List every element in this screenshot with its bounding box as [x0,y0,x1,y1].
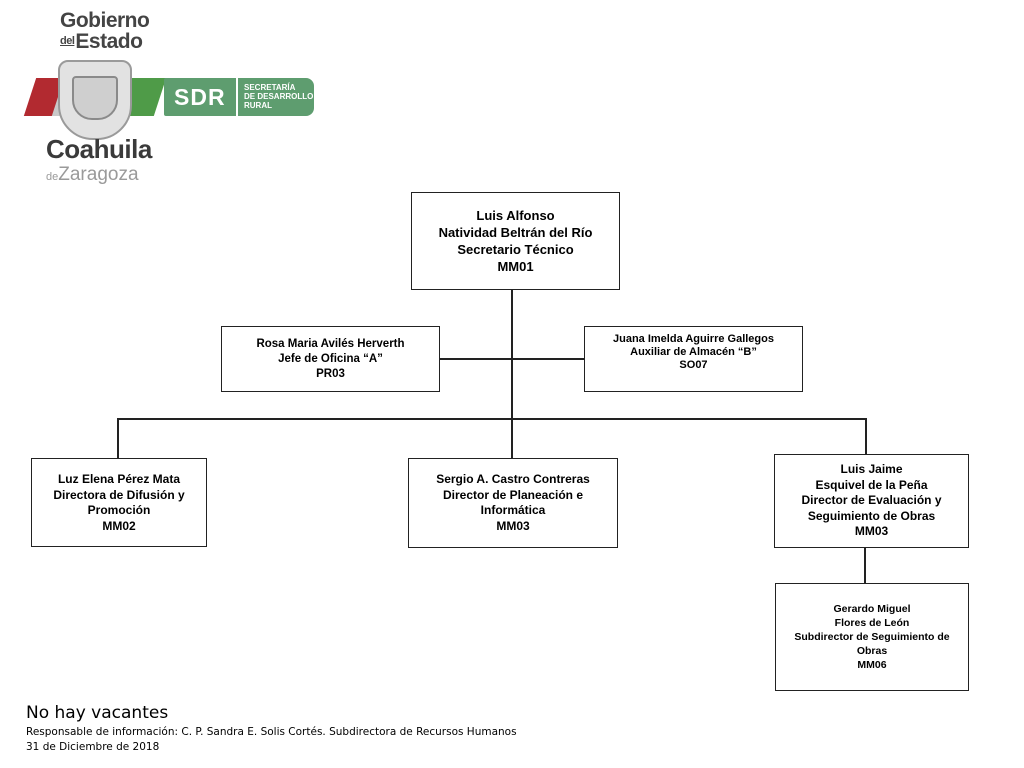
org-node-secretario-tecnico: Luis Alfonso Natividad Beltrán del Río S… [411,192,620,290]
node-line: Rosa Maria Avilés Herverth [256,337,405,350]
connector-trunk [511,289,513,419]
node-line: Luz Elena Pérez Mata [57,472,181,486]
org-node-auxiliar-almacen: Juana Imelda Aguirre Gallegos Auxiliar d… [584,326,803,392]
node-line: Subdirector de Seguimiento de [794,631,950,643]
node-line: Sergio A. Castro Contreras [436,472,590,486]
node-line: Flores de León [834,617,910,629]
node-line: Director de Evaluación y [801,493,942,508]
sdr-acronym: SDR [174,84,226,110]
sdr-divider [236,78,238,116]
sdr-full-name: SECRETARÍA DE DESARROLLO RURAL [244,83,313,110]
node-line: Luis Alfonso [476,208,555,223]
sdr-badge: SDR SECRETARÍA DE DESARROLLO RURAL [164,78,314,116]
connector-horizontal-bus [117,418,867,420]
node-line: Esquivel de la Peña [815,477,928,492]
sdr-line-3: RURAL [244,101,272,110]
node-line: MM06 [857,659,887,671]
sdr-line-2: DE DESARROLLO [244,92,314,101]
node-line: Natividad Beltrán del Río [438,225,593,240]
node-line: Jefe de Oficina “A” [278,352,383,365]
node-line: Juana Imelda Aguirre Gallegos [613,333,774,345]
coat-of-arms-seal-icon [58,60,132,140]
org-node-jefe-de-oficina: Rosa Maria Avilés Herverth Jefe de Ofici… [221,326,440,392]
node-line: Luis Jaime [840,462,903,477]
connector-to-subdirector [864,546,866,584]
node-line: Directora de Difusión y [53,487,185,502]
connector-to-difusion [117,418,119,459]
connector-to-planeacion [511,418,513,459]
node-line: Seguimiento de Obras [807,508,936,523]
node-line: Auxiliar de Almacén “B” [630,346,757,358]
node-line: Obras [856,645,888,657]
node-line: MM03 [496,518,530,533]
node-line: PR03 [316,367,345,380]
logo-del-text: del [60,35,75,47]
connector-right-staff [512,358,585,360]
connector-left-staff [439,358,512,360]
connector-to-evaluacion [865,418,867,455]
logo-gobierno-text: Gobierno [60,9,150,32]
node-line: MM03 [854,524,889,539]
node-line: SO07 [679,359,708,371]
org-node-difusion: Luz Elena Pérez Mata Directora de Difusi… [31,458,207,547]
node-line: MM01 [497,259,534,274]
org-node-evaluacion: Luis Jaime Esquivel de la Peña Director … [774,454,969,548]
org-node-planeacion: Sergio A. Castro Contreras Director de P… [408,458,618,548]
node-line: Promoción [87,503,151,517]
logo-zaragoza-text: Zaragoza [58,164,139,185]
government-logo: Gobierno delEstado SDR SECRETARÍA DE DES… [23,8,328,188]
logo-estado-text: Estado [75,30,143,53]
node-line: Informática [480,503,546,517]
org-node-subdirector: Gerardo Miguel Flores de León Subdirecto… [775,583,969,691]
responsible-info: Responsable de información: C. P. Sandra… [26,726,517,738]
node-line: Gerardo Miguel [833,603,911,615]
sdr-line-1: SECRETARÍA [244,83,296,92]
report-date: 31 de Diciembre de 2018 [26,741,160,753]
gobierno-del-estado-wordmark: Gobierno delEstado [60,9,150,53]
logo-zaragoza-wordmark: deZaragoza [46,164,139,186]
node-line: MM02 [102,518,136,533]
logo-de-text: de [46,171,59,183]
node-line: Director de Planeación e [442,487,584,502]
logo-coahuila-text: Coahuila [46,134,152,164]
no-vacancies-note: No hay vacantes [26,703,169,723]
node-line: Secretario Técnico [457,242,574,257]
